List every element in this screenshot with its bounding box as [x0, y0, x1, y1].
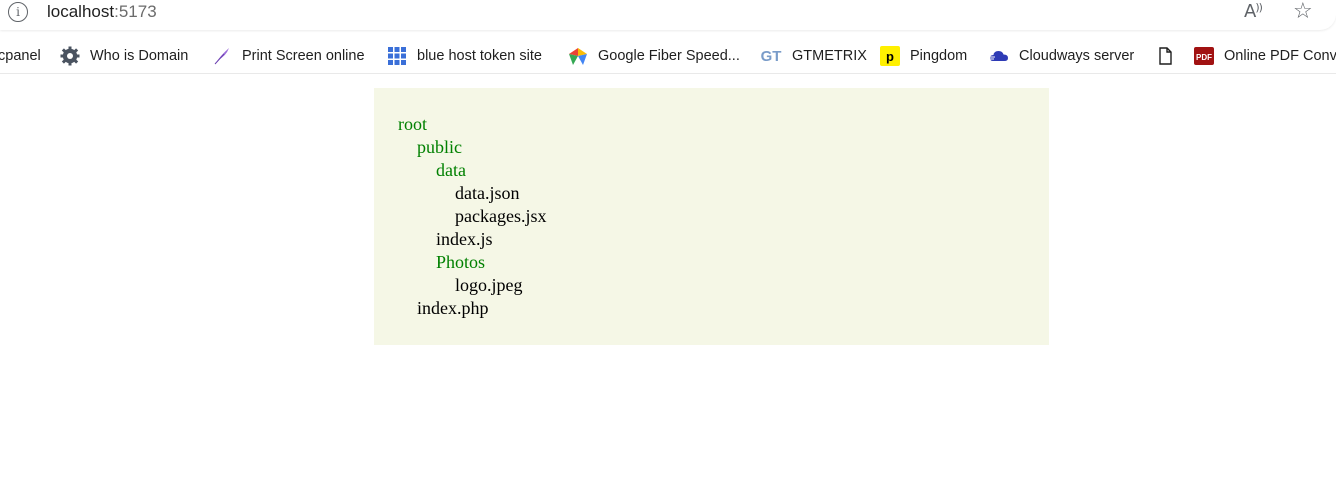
- tree-item-logo-jpeg: logo.jpeg: [455, 274, 523, 297]
- svg-text:p: p: [886, 49, 894, 64]
- tree-item-index-js: index.js: [436, 228, 493, 251]
- tree-item-label: packages.jsx: [455, 206, 547, 226]
- bookmark-online-pdf-conv[interactable]: PDF Online PDF Conv: [1194, 38, 1336, 74]
- tree-item-label: root: [398, 114, 427, 134]
- google-fiber-icon: [568, 46, 588, 66]
- bookmark-label: Cloudways server: [1019, 48, 1135, 64]
- bookmark-label: GTMETRIX: [792, 48, 867, 64]
- read-aloud-icon[interactable]: A)): [1244, 1, 1263, 22]
- tree-item-data-folder: data: [436, 159, 466, 182]
- bookmark-label: Google Fiber Speed...: [598, 48, 740, 64]
- tree-item-packages-jsx: packages.jsx: [455, 205, 546, 228]
- bookmark-label: Print Screen online: [242, 48, 365, 64]
- bookmark-who-is-domain[interactable]: Who is Domain: [60, 38, 188, 74]
- bookmark-google-fiber-speed[interactable]: Google Fiber Speed...: [568, 38, 740, 74]
- bookmark-label: Who is Domain: [90, 48, 189, 64]
- tree-item-label: public: [417, 137, 462, 157]
- bookmark-label: Pingdom: [910, 48, 968, 64]
- url-field[interactable]: localhost:5173: [47, 2, 157, 22]
- grid-icon: [387, 46, 407, 66]
- page-icon: [1155, 46, 1175, 66]
- tree-item-label: index.js: [436, 229, 493, 249]
- svg-text:PDF: PDF: [1196, 53, 1212, 62]
- tree-item-data-json: data.json: [455, 182, 520, 205]
- tree-item-root: root: [398, 113, 427, 136]
- pdf-icon: PDF: [1194, 46, 1214, 66]
- bookmark-label: blue host token site: [417, 48, 542, 64]
- bookmark-print-screen-online[interactable]: Print Screen online: [212, 38, 365, 74]
- tree-item-public: public: [417, 136, 462, 159]
- bookmark-pingdom[interactable]: p Pingdom: [880, 38, 967, 74]
- bookmark-cloudways-server[interactable]: Cloudways server: [989, 38, 1134, 74]
- bookmark-cpanel[interactable]: cpanel: [0, 38, 41, 74]
- info-icon[interactable]: i: [8, 2, 28, 22]
- address-bar: i localhost:5173 A)) ☆: [0, 0, 1336, 30]
- bookmark-blue-host-token-site[interactable]: blue host token site: [387, 38, 542, 74]
- folder-tree: root public data data.json packages.jsx …: [374, 88, 1049, 345]
- bookmark-gtmetrix[interactable]: GT GTMETRIX: [760, 38, 867, 74]
- tree-item-label: data: [436, 160, 466, 180]
- tree-item-photos: Photos: [436, 251, 485, 274]
- bookmark-label: cpanel: [0, 48, 41, 64]
- cloud-icon: [989, 46, 1009, 66]
- url-port: :5173: [114, 2, 157, 21]
- gt-icon: GT: [760, 47, 782, 65]
- bookmark-untitled-page[interactable]: [1155, 38, 1185, 74]
- tree-item-label: data.json: [455, 183, 520, 203]
- favorite-star-icon[interactable]: ☆: [1293, 0, 1313, 24]
- tree-item-index-php: index.php: [417, 297, 489, 320]
- tree-item-label: index.php: [417, 298, 489, 318]
- pingdom-icon: p: [880, 46, 900, 66]
- gear-icon: [60, 46, 80, 66]
- tree-item-label: logo.jpeg: [455, 275, 523, 295]
- bookmarks-bar: cpanel Who is Domain Print Screen online…: [0, 38, 1336, 74]
- feather-icon: [212, 46, 232, 66]
- tree-item-label: Photos: [436, 252, 486, 272]
- url-host: localhost: [47, 2, 115, 21]
- bookmark-label: Online PDF Conv: [1224, 48, 1336, 64]
